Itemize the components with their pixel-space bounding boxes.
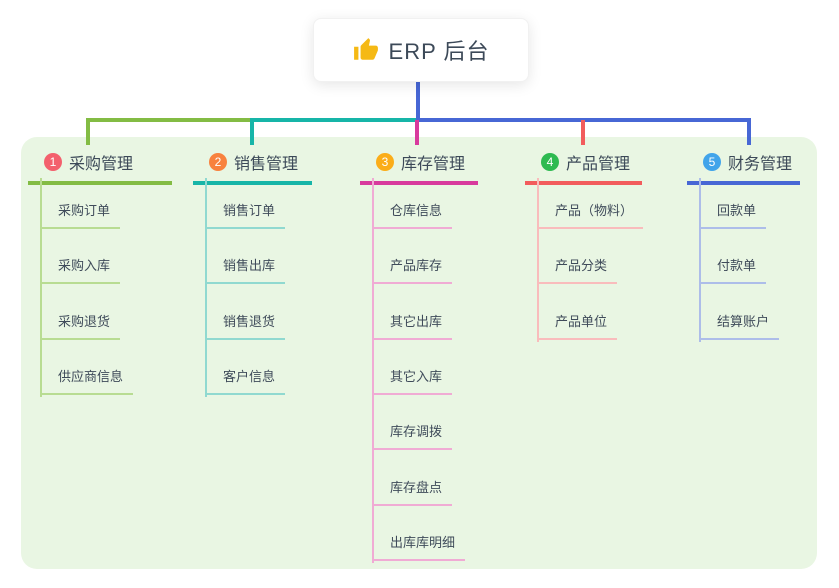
branch-1-child-2[interactable]: 采购入库 [40, 256, 121, 284]
branch-2-header[interactable]: 2 销售管理 [193, 150, 312, 185]
branch-3-header[interactable]: 3 库存管理 [360, 150, 478, 185]
branch-1-drop-line [86, 118, 90, 145]
branch-3-title: 库存管理 [401, 156, 466, 173]
branch-5-children-rail [699, 178, 701, 342]
branch-4-children-rail [537, 178, 539, 342]
branch-1-title: 采购管理 [69, 156, 134, 173]
branch-2-child-4[interactable]: 客户信息 [205, 367, 286, 395]
branch-4-child-2[interactable]: 产品分类 [537, 256, 618, 284]
branch-3-child-3[interactable]: 其它出库 [372, 312, 453, 340]
branch-5-title: 财务管理 [728, 156, 793, 173]
branch-3-child-4[interactable]: 其它入库 [372, 367, 453, 395]
branch-2-drop-line [250, 118, 254, 145]
branch-4-child-1[interactable]: 产品（物料） [537, 201, 644, 229]
bus-segment-2 [250, 118, 421, 122]
branch-3-child-5[interactable]: 库存调拨 [372, 422, 453, 450]
branch-4-header[interactable]: 4 产品管理 [525, 150, 642, 185]
branch-3-number-badge: 3 [376, 153, 394, 171]
root-node-erp[interactable]: ERP 后台 [313, 18, 529, 82]
branch-3-child-2[interactable]: 产品库存 [372, 256, 453, 284]
root-title: ERP 后台 [388, 39, 490, 64]
branch-2-number-badge: 2 [209, 153, 227, 171]
branch-5-child-3[interactable]: 结算账户 [699, 312, 780, 340]
branch-5-header[interactable]: 5 财务管理 [687, 150, 800, 185]
branch-3-child-1[interactable]: 仓库信息 [372, 201, 453, 229]
branch-3-drop-line [415, 120, 419, 145]
branch-1-children-rail [40, 178, 42, 397]
branch-4-number-badge: 4 [541, 153, 559, 171]
branch-1-header[interactable]: 1 采购管理 [28, 150, 172, 185]
branch-3-child-7[interactable]: 出库库明细 [372, 533, 466, 561]
branch-1-number-badge: 1 [44, 153, 62, 171]
branch-2-child-3[interactable]: 销售退货 [205, 312, 286, 340]
branch-2-children-rail [205, 178, 207, 397]
branch-5-drop-line [747, 118, 751, 145]
branch-2-child-1[interactable]: 销售订单 [205, 201, 286, 229]
branch-4-drop-line [581, 120, 585, 145]
thumbs-up-icon [353, 37, 379, 63]
branch-4-title: 产品管理 [566, 156, 631, 173]
root-drop-line [416, 82, 420, 122]
branch-5-child-2[interactable]: 付款单 [699, 256, 767, 284]
bus-segment-1 [86, 118, 254, 122]
branch-3-children-rail [372, 178, 374, 563]
branch-3-child-6[interactable]: 库存盘点 [372, 478, 453, 506]
branch-4-child-3[interactable]: 产品单位 [537, 312, 618, 340]
branch-5-child-1[interactable]: 回款单 [699, 201, 767, 229]
branch-2-title: 销售管理 [234, 156, 299, 173]
branch-1-child-4[interactable]: 供应商信息 [40, 367, 134, 395]
branches-panel [21, 137, 817, 569]
branch-1-child-3[interactable]: 采购退货 [40, 312, 121, 340]
branch-2-child-2[interactable]: 销售出库 [205, 256, 286, 284]
branch-5-number-badge: 5 [703, 153, 721, 171]
branch-1-child-1[interactable]: 采购订单 [40, 201, 121, 229]
